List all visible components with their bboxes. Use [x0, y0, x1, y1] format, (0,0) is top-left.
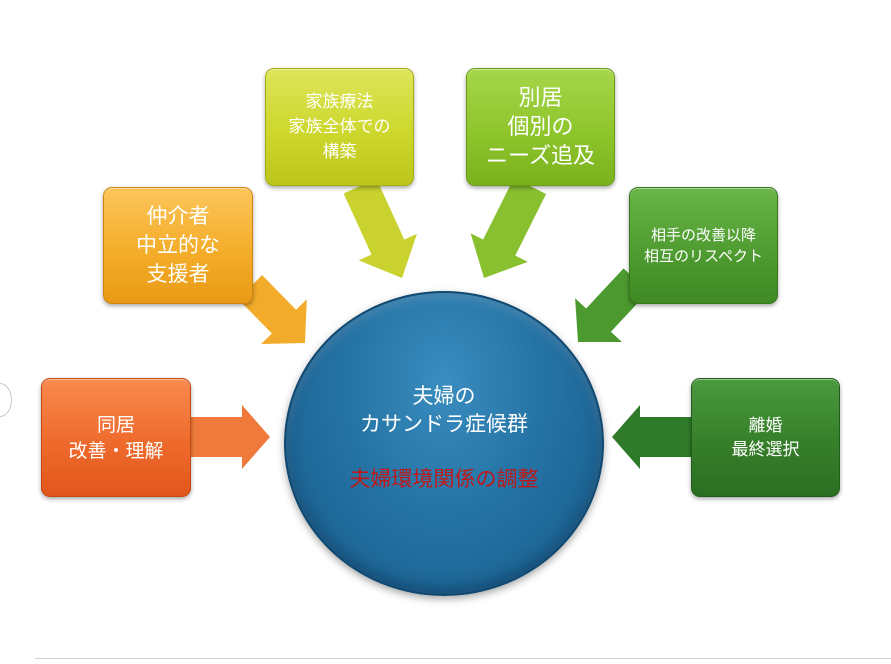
arrow-family	[343, 178, 417, 278]
node-divorce-line-1: 離婚	[748, 415, 783, 436]
node-cohabitation: 同居 改善・理解	[41, 378, 191, 497]
arrow-cohabit	[190, 405, 270, 469]
arrow-separate	[470, 178, 547, 278]
node-divorce: 離婚 最終選択	[691, 378, 840, 497]
center-circle: 夫婦の カサンドラ症候群 夫婦環境関係の調整	[284, 291, 604, 596]
node-separate-line-1: 別居	[518, 85, 563, 111]
center-title-line-1: 夫婦の	[412, 384, 476, 408]
node-respect-line-1: 相手の改善以降	[650, 225, 756, 244]
node-mediator-line-2: 中立的な	[136, 233, 220, 257]
node-mediator-line-1: 仲介者	[146, 204, 210, 228]
center-subtitle: 夫婦環境関係の調整	[349, 467, 539, 491]
node-mediator: 仲介者 中立的な 支援者	[103, 187, 253, 304]
node-family-line-1: 家族療法	[305, 91, 374, 112]
node-family-therapy: 家族療法 家族全体での 構築	[265, 68, 414, 186]
node-separation: 別居 個別の ニーズ追及	[466, 68, 615, 186]
node-mediator-line-3: 支援者	[146, 262, 210, 286]
node-separate-line-3: ニーズ追及	[486, 143, 595, 169]
bottom-divider	[35, 658, 891, 659]
center-title: 夫婦の カサンドラ症候群	[286, 382, 602, 438]
node-divorce-line-2: 最終選択	[731, 439, 800, 460]
node-cohabit-line-1: 同居	[96, 413, 135, 436]
node-cohabit-line-2: 改善・理解	[68, 439, 164, 462]
center-title-line-2: カサンドラ症候群	[360, 412, 528, 436]
node-family-line-2: 家族全体での	[288, 116, 391, 137]
node-family-line-3: 構築	[322, 141, 357, 162]
node-mutual-respect: 相手の改善以降 相互のリスペクト	[629, 187, 778, 304]
arrow-divorce	[612, 405, 692, 469]
arrow-mediator	[237, 275, 307, 344]
node-separate-line-2: 個別の	[507, 114, 574, 140]
node-respect-line-2: 相互のリスペクト	[644, 246, 763, 265]
